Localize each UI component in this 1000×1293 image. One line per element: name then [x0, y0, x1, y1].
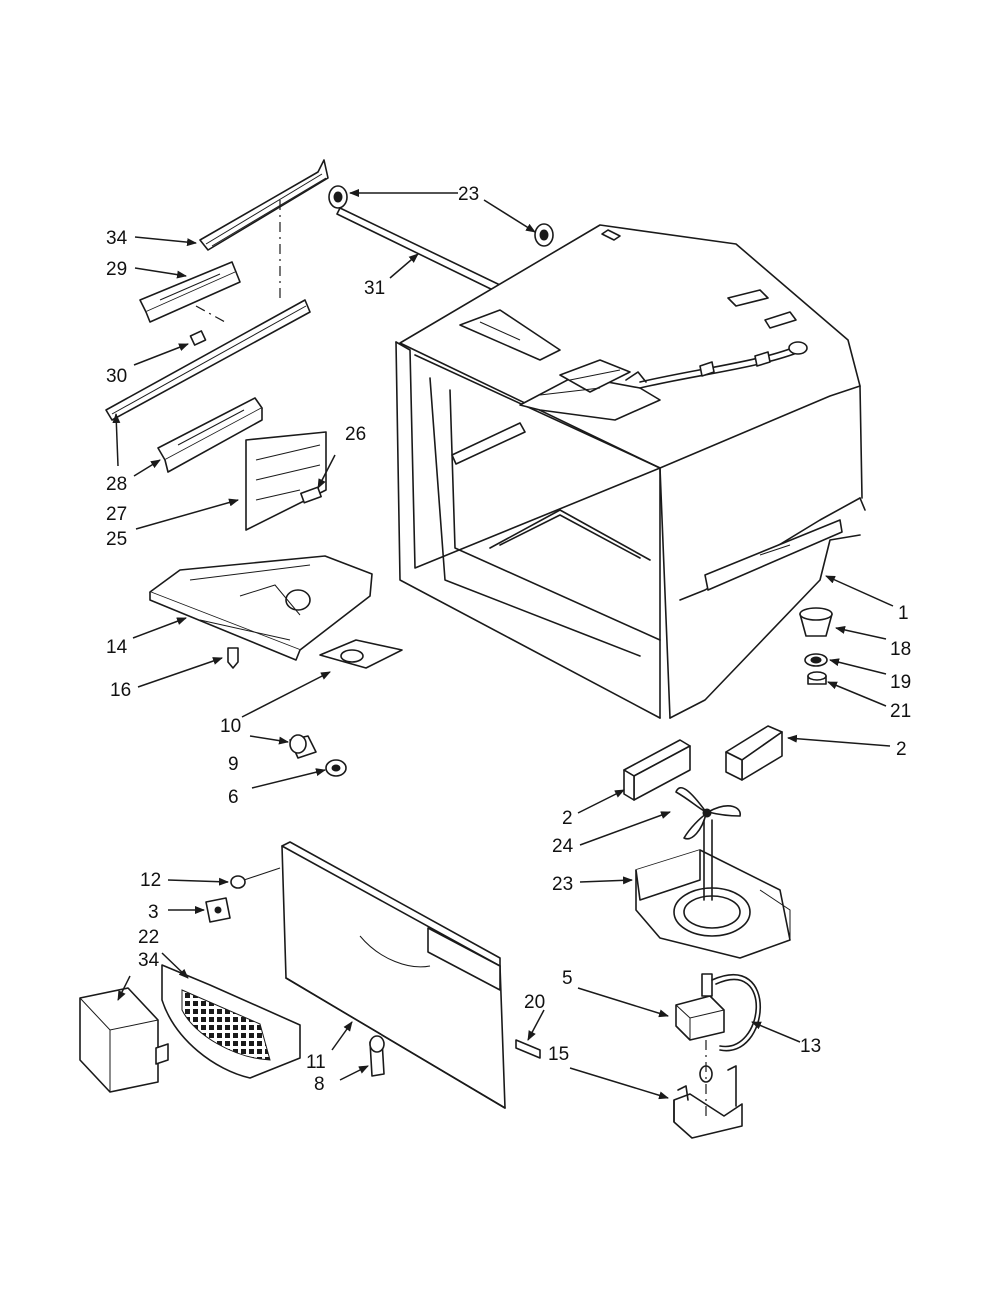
callout-20: 20 [524, 992, 545, 1013]
part-27-bracket [157, 397, 263, 473]
callout-9: 9 [228, 754, 239, 775]
part-10-gasket [319, 639, 403, 669]
callout-2-left: 2 [562, 808, 573, 829]
callout-19: 19 [890, 672, 911, 693]
part-23-fan-shroud [635, 819, 791, 959]
part-11-panel [281, 841, 506, 1109]
callout-25: 25 [106, 529, 127, 550]
callout-30: 30 [106, 366, 127, 387]
callout-13: 13 [800, 1036, 821, 1057]
callout-34: 34 [138, 950, 160, 971]
part-15-motor-bracket [673, 1040, 743, 1139]
callout-10: 10 [220, 716, 241, 737]
leader-lines [112, 189, 894, 1100]
part-32-roller [328, 185, 554, 247]
part-2-pad-right [725, 725, 783, 781]
part-3-bracket [205, 897, 231, 923]
callout-26: 26 [345, 424, 366, 445]
callout-22: 22 [138, 927, 159, 948]
callout-11: 11 [306, 1052, 326, 1073]
part-33-slide-rail [199, 159, 329, 251]
part-19-washer [804, 653, 828, 667]
part-12-screw [230, 867, 281, 889]
part-13-wire-harness [711, 974, 762, 1052]
callout-27: 27 [106, 504, 127, 525]
callout-1: 1 [898, 603, 909, 624]
callout-29: 29 [106, 259, 127, 280]
callout-21: 21 [890, 701, 911, 722]
part-34-cover-box [79, 987, 169, 1093]
part-22-grille [161, 964, 301, 1079]
part-25-slide-assembly [245, 431, 327, 531]
callout-5: 5 [562, 968, 573, 989]
part-28-slide-rail [105, 299, 311, 421]
part-9-knob [289, 734, 317, 759]
alignment-lines [195, 200, 281, 323]
callout-6: 6 [228, 787, 239, 808]
part-1-cabinet-liner [395, 224, 866, 719]
callout-32: 23 [458, 184, 479, 205]
part-6-nut [325, 759, 347, 777]
callout-28: 28 [106, 474, 127, 495]
callout-14: 14 [106, 637, 128, 658]
callout-2-right: 2 [896, 739, 907, 760]
part-24-fan-blade [675, 787, 741, 840]
part-18-cup [799, 607, 833, 637]
part-16-fastener [227, 647, 239, 669]
callout-24: 24 [552, 836, 574, 857]
part-30-screw [189, 330, 207, 346]
part-26-screw [300, 486, 322, 504]
callout-18: 18 [890, 639, 911, 660]
callout-12: 12 [140, 870, 161, 891]
callout-16: 16 [110, 680, 131, 701]
part-2-pad-left [623, 739, 691, 801]
part-31-rod [336, 207, 501, 293]
part-5-motor [675, 973, 725, 1041]
callout-labels: 23 34 29 31 30 26 28 27 25 14 16 10 1 18… [106, 184, 911, 1095]
callout-8: 8 [314, 1074, 325, 1095]
part-20-block [515, 1039, 541, 1059]
callout-15: 15 [548, 1044, 569, 1065]
callout-23: 23 [552, 874, 573, 895]
callout-31: 31 [364, 278, 385, 299]
part-21-cap [807, 671, 827, 685]
part-29-bracket [139, 261, 241, 323]
part-8-latch [369, 1035, 385, 1077]
callout-3: 3 [148, 902, 159, 923]
part-14-cover [149, 555, 373, 661]
callout-33: 34 [106, 228, 128, 249]
